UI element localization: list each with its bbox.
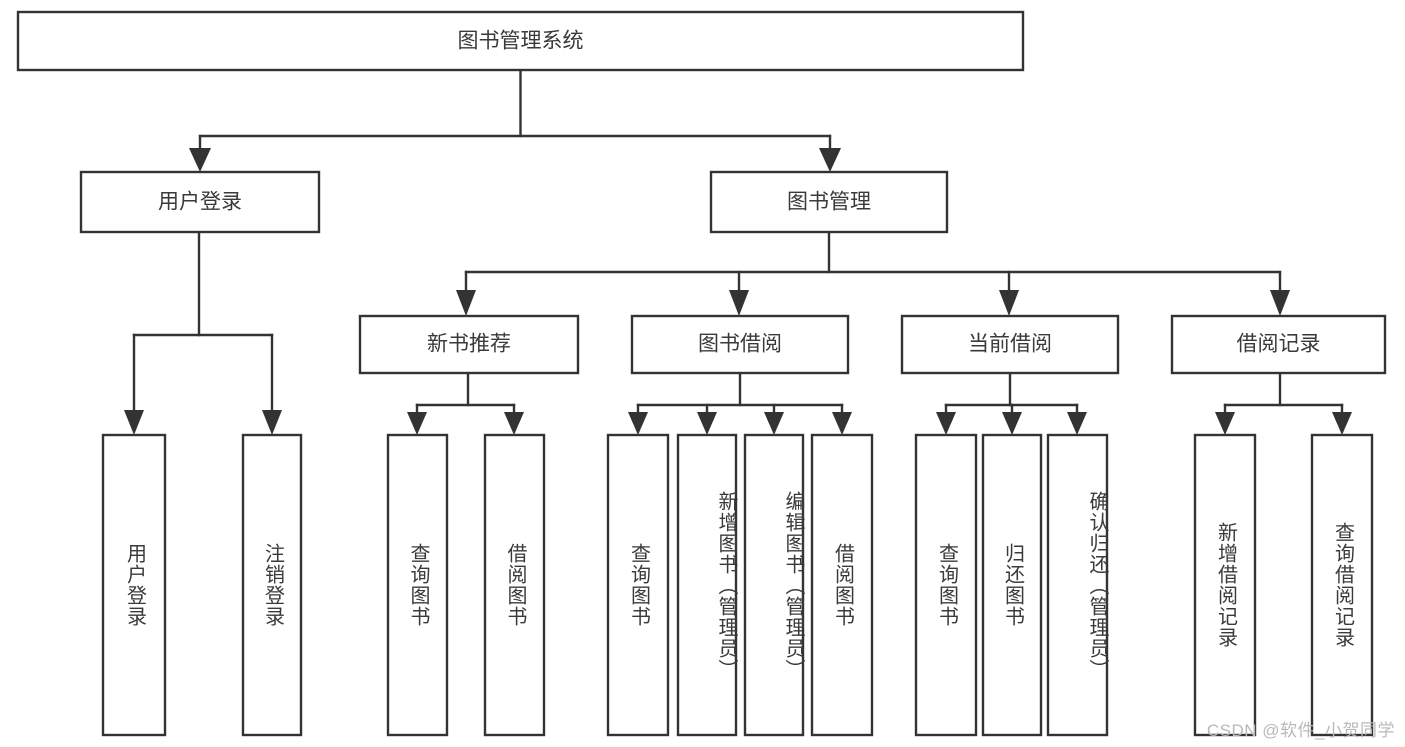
- connector-group-current-borrow: [936, 371, 1087, 435]
- leaf-box-borrow-book-2[interactable]: [810, 433, 874, 737]
- leaf-box-borrow-book-1[interactable]: [483, 433, 546, 737]
- leaf-boxes: [101, 433, 1374, 737]
- connector-group-user-login: [124, 230, 282, 435]
- arrow-head-leaf-return-book: [1002, 412, 1022, 435]
- arrow-head-current-borrow: [999, 290, 1019, 316]
- node-user-login-label: 用户登录: [158, 191, 242, 214]
- node-user-login[interactable]: 用户登录: [79, 170, 321, 234]
- arrow-head-leaf-borrow-book-2: [832, 412, 852, 435]
- arrow-head-leaf-borrow-book-1: [504, 412, 524, 435]
- arrow-head-book-manage: [819, 148, 841, 172]
- arrow-head-leaf-add-record: [1215, 412, 1235, 435]
- leaf-box-add-record[interactable]: [1193, 433, 1257, 737]
- node-user-login-box[interactable]: [79, 170, 321, 234]
- leaf-box-logout[interactable]: [241, 433, 303, 737]
- arrow-head-borrow-record: [1270, 290, 1290, 316]
- arrow-head-leaf-add-book: [697, 412, 717, 435]
- arrow-head-leaf-logout: [262, 410, 282, 435]
- node-current-borrow-label: 当前借阅: [968, 333, 1052, 356]
- node-root[interactable]: 图书管理系统: [16, 10, 1025, 72]
- node-borrow-record[interactable]: 借阅记录: [1170, 314, 1387, 375]
- arrow-head-leaf-query-book-1: [407, 412, 427, 435]
- leaf-box-edit-book[interactable]: [743, 433, 805, 737]
- node-borrow-record-box[interactable]: [1170, 314, 1387, 375]
- node-book-manage[interactable]: 图书管理: [709, 170, 949, 234]
- connector-group-book-borrow: [628, 371, 852, 435]
- arrow-head-leaf-query-record: [1332, 412, 1352, 435]
- node-new-book-recommend-label: 新书推荐: [427, 333, 511, 356]
- node-borrow-record-label: 借阅记录: [1237, 333, 1321, 356]
- leaf-box-confirm-return[interactable]: [1046, 433, 1109, 737]
- arrow-head-book-borrow: [729, 290, 749, 316]
- node-current-borrow[interactable]: 当前借阅: [900, 314, 1120, 375]
- leaf-box-query-book-1[interactable]: [386, 433, 449, 737]
- node-new-book-recommend[interactable]: 新书推荐: [358, 314, 580, 375]
- node-book-borrow-label: 图书借阅: [698, 333, 782, 356]
- connector-group-book-manage: [456, 230, 1290, 316]
- node-root-box[interactable]: [16, 10, 1025, 72]
- connector-group-borrow-record: [1215, 371, 1352, 435]
- arrow-head-leaf-user-login: [124, 410, 144, 435]
- arrow-head-leaf-edit-book: [764, 412, 784, 435]
- node-current-borrow-box[interactable]: [900, 314, 1120, 375]
- node-root-label: 图书管理系统: [458, 30, 584, 53]
- arrow-head-leaf-confirm-return: [1067, 412, 1087, 435]
- leaf-box-return-book[interactable]: [981, 433, 1043, 737]
- node-book-borrow[interactable]: 图书借阅: [630, 314, 850, 375]
- node-book-borrow-box[interactable]: [630, 314, 850, 375]
- csdn-watermark: CSDN @软件_小贺同学: [1206, 721, 1395, 740]
- leaf-box-query-book-3[interactable]: [914, 433, 978, 737]
- connector-group-new-book-recommend: [407, 371, 524, 435]
- leaf-box-user-login[interactable]: [101, 433, 167, 737]
- node-book-manage-box[interactable]: [709, 170, 949, 234]
- node-new-book-recommend-box[interactable]: [358, 314, 580, 375]
- arrow-head-leaf-query-book-2: [628, 412, 648, 435]
- leaf-box-query-book-2[interactable]: [606, 433, 670, 737]
- arrow-head-new-book-recommend: [456, 290, 476, 316]
- arrow-head-leaf-query-book-3: [936, 412, 956, 435]
- arrow-head-user-login: [189, 148, 211, 172]
- connector-group-root: [189, 68, 841, 172]
- leaf-box-query-record[interactable]: [1310, 433, 1374, 737]
- leaf-box-add-book[interactable]: [676, 433, 738, 737]
- node-book-manage-label: 图书管理: [787, 191, 871, 214]
